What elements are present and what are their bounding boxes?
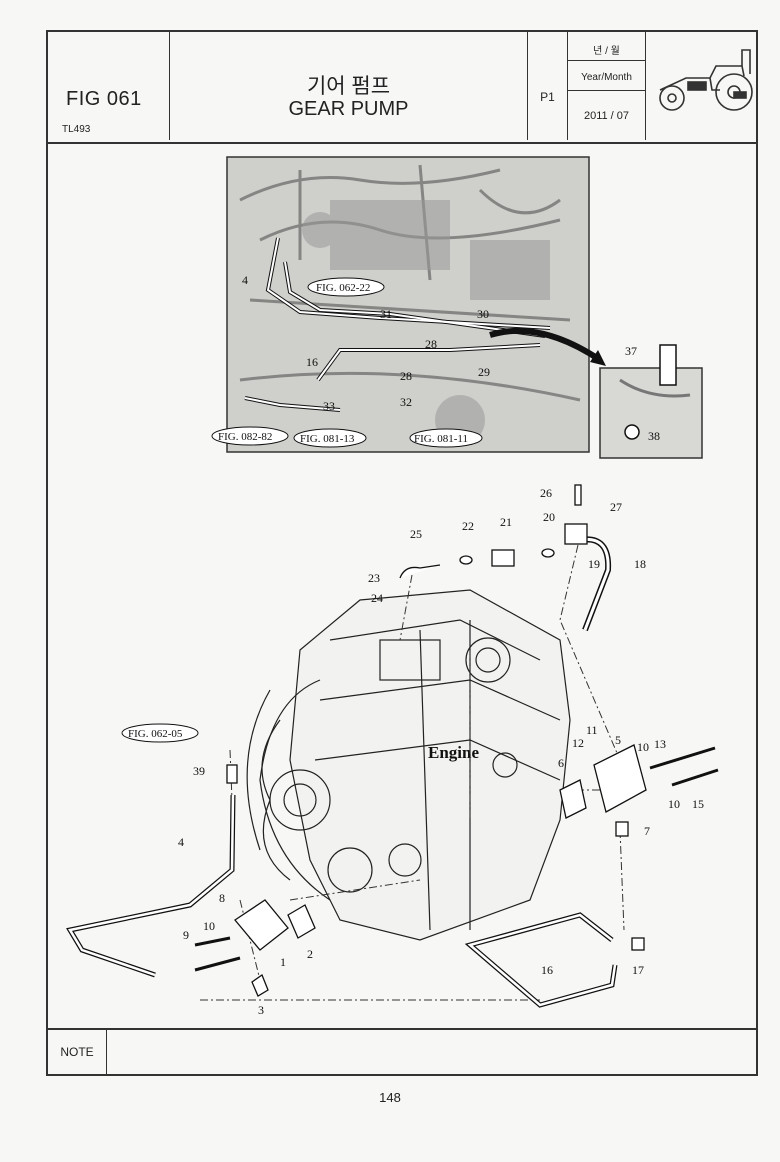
callout-10b: 10 (668, 797, 680, 811)
note-label: NOTE (48, 1030, 107, 1074)
header: FIG 061 TL493 기어 펌프 GEAR PUMP P1 년 / 월 Y… (48, 32, 756, 144)
tractor-logo-cell (646, 32, 758, 140)
callout-1: 1 (280, 955, 286, 969)
callout-23: 23 (368, 571, 380, 585)
callout-20: 20 (543, 510, 555, 524)
callout-19: 19 (588, 557, 600, 571)
page-ref-cell: P1 (528, 32, 568, 140)
callout-12: 12 (572, 736, 584, 750)
title-english: GEAR PUMP (288, 98, 409, 120)
ref-fig-081-13: FIG. 081-13 (300, 433, 355, 445)
page-frame: FIG 061 TL493 기어 펌프 GEAR PUMP P1 년 / 월 Y… (46, 30, 758, 1076)
callout-13: 13 (654, 737, 666, 751)
engine-drawing (246, 589, 571, 941)
callout-37: 37 (625, 344, 637, 358)
callout-9: 9 (183, 928, 189, 942)
year-month-label-en: Year/Month (581, 72, 632, 83)
callout-24: 24 (371, 591, 383, 605)
callout-28b: 28 (400, 369, 412, 383)
callout-18: 18 (634, 557, 646, 571)
callout-11: 11 (586, 723, 598, 737)
callout-30: 30 (477, 307, 489, 321)
callout-5: 5 (615, 733, 621, 747)
callout-32: 32 (400, 395, 412, 409)
page-number: 148 (379, 1090, 401, 1105)
callout-21: 21 (500, 515, 512, 529)
callout-25: 25 (410, 527, 422, 541)
callout-10c: 10 (203, 919, 215, 933)
callout-15: 15 (692, 797, 704, 811)
model-code: TL493 (62, 124, 91, 135)
leader-lines (200, 544, 625, 1001)
callout-26: 26 (540, 486, 552, 500)
callout-22: 22 (462, 519, 474, 533)
callout-29: 29 (478, 365, 490, 379)
inset-callouts: 4 16 31 30 28 28 29 33 32 37 38 (242, 273, 660, 443)
callout-4-main: 4 (178, 835, 184, 849)
tractor-icon (659, 49, 753, 111)
diagram-fig-refs: FIG. 062-05 (121, 723, 199, 743)
callout-7: 7 (644, 824, 650, 838)
year-month-label-ko: 년 / 월 (593, 46, 620, 57)
ref-fig-081-11: FIG. 081-11 (414, 433, 468, 445)
callout-10a: 10 (637, 740, 649, 754)
page-ref: P1 (540, 90, 555, 104)
year-month-value: 2011 / 07 (583, 110, 630, 122)
fig-cell: FIG 061 TL493 (48, 32, 170, 140)
ref-fig-062-05: FIG. 062-05 (128, 728, 183, 740)
engine-label: Engine (428, 743, 479, 762)
callout-6: 6 (558, 756, 564, 770)
callout-33: 33 (323, 399, 335, 413)
diagram-callouts: 26 27 25 22 21 20 23 19 18 24 11 12 5 10… (178, 486, 704, 1017)
callout-17: 17 (632, 963, 644, 977)
callout-31: 31 (380, 307, 392, 321)
callout-27: 27 (610, 500, 622, 514)
callout-39: 39 (193, 764, 205, 778)
callout-4: 4 (242, 273, 248, 287)
year-month-cell: 년 / 월 Year/Month 2011 / 07 (568, 32, 646, 140)
callout-16-main: 16 (541, 963, 553, 977)
ref-fig-082-82: FIG. 082-82 (218, 431, 272, 443)
ref-fig-062-22: FIG. 062-22 (316, 282, 370, 294)
callout-8: 8 (219, 891, 225, 905)
inset-fig-refs: FIG. 062-22 FIG. 082-82 FIG. 081-13 FIG.… (211, 277, 483, 448)
parts (66, 484, 719, 1008)
fig-number: FIG 061 (66, 88, 142, 110)
callout-16: 16 (306, 355, 318, 369)
title-korean: 기어 펌프 (306, 75, 391, 98)
callout-38: 38 (648, 429, 660, 443)
callout-2: 2 (307, 947, 313, 961)
note-row: NOTE (48, 1028, 756, 1074)
title-cell: 기어 펌프 GEAR PUMP (170, 32, 528, 140)
callout-3: 3 (258, 1003, 264, 1017)
engine-photo-inset (226, 156, 703, 459)
callout-28a: 28 (425, 337, 437, 351)
